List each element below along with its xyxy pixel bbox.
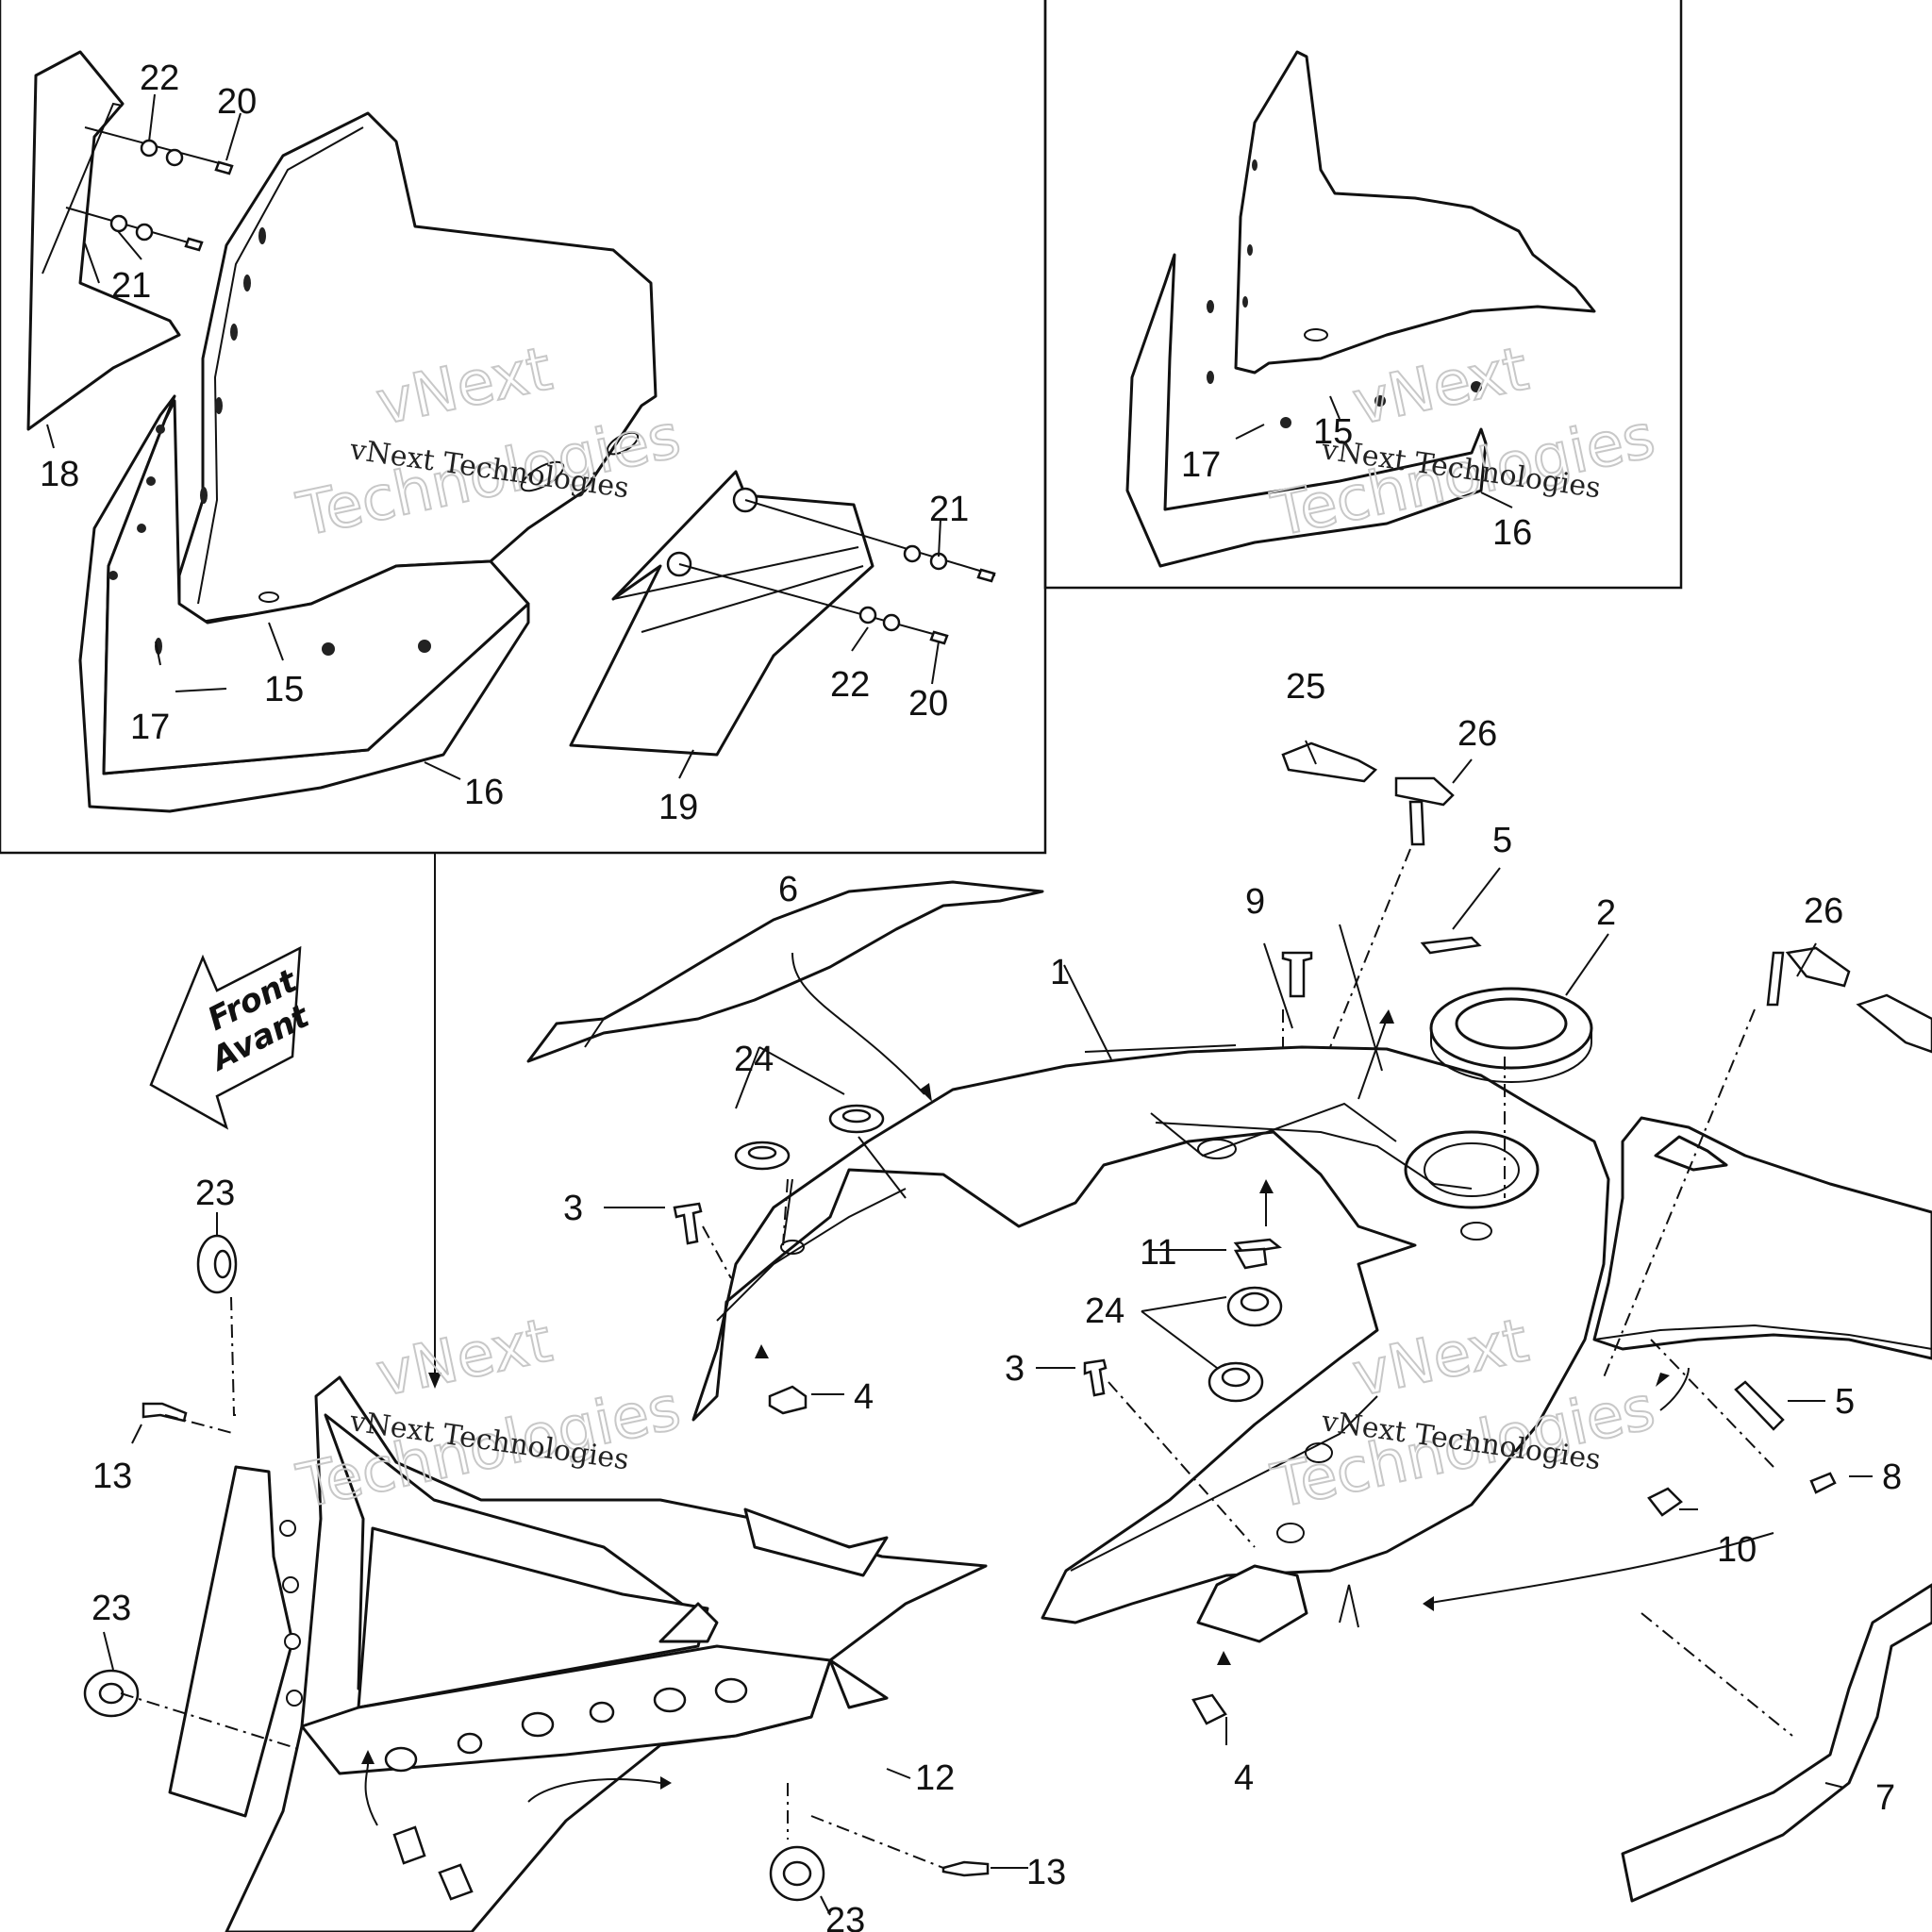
callout-17b: 17 (1181, 445, 1221, 485)
callout-11: 11 (1140, 1233, 1176, 1273)
inset-right-windshield-box (1043, 0, 1683, 590)
callout-21b: 21 (929, 490, 969, 529)
callout-13: 13 (92, 1457, 132, 1496)
callout-15: 15 (264, 670, 304, 709)
callout-9: 9 (1245, 882, 1265, 922)
part-16-lower-fairing-short (1125, 253, 1488, 568)
callout-23c: 23 (825, 1901, 865, 1932)
leader-lines (46, 93, 1873, 1916)
part-1-upper-body (691, 1045, 1610, 1643)
callout-22: 22 (140, 58, 179, 98)
svg-text:vNext: vNext (371, 1306, 558, 1410)
callout-18: 18 (40, 455, 79, 494)
hardware-main (83, 741, 1837, 1902)
watermark-bottom-left: vNext Technologies vNext Technologies (291, 1305, 688, 1523)
callout-24: 24 (734, 1040, 774, 1079)
part-16-lower-fairing (78, 394, 530, 813)
part-15-windshield-short (1234, 50, 1596, 375)
callout-16b: 16 (1492, 513, 1532, 553)
callout-23: 23 (195, 1174, 235, 1213)
part-15-windshield (177, 111, 658, 625)
callout-19: 19 (658, 788, 698, 827)
side-cowl-right (1592, 1116, 1932, 1360)
callout-16: 16 (464, 773, 504, 812)
callout-4: 4 (854, 1377, 874, 1417)
callout-21: 21 (111, 266, 151, 306)
inset-pointer-arrowhead (428, 1373, 441, 1389)
callout-3b: 3 (1005, 1349, 1024, 1389)
callout-3: 3 (563, 1189, 583, 1228)
callout-15b: 15 (1313, 412, 1353, 452)
callout-2: 2 (1596, 893, 1616, 933)
dashed-assembly-lines (120, 848, 1793, 1869)
callout-8: 8 (1882, 1457, 1902, 1497)
callout-13b: 13 (1026, 1853, 1066, 1892)
callout-20: 20 (217, 82, 257, 122)
svg-text:vNext: vNext (1347, 334, 1534, 439)
callout-22b: 22 (830, 665, 870, 705)
callout-26b: 26 (1804, 891, 1843, 931)
callout-12: 12 (915, 1758, 955, 1798)
callout-4b: 4 (1234, 1758, 1254, 1798)
callout-26: 26 (1457, 714, 1497, 754)
assembly-arrows (361, 952, 1774, 1826)
part-18-side-deflector (26, 50, 181, 431)
part-7-lower-trim (1621, 1583, 1932, 1903)
callout-25: 25 (1286, 667, 1325, 707)
callout-1: 1 (1050, 953, 1070, 992)
callout-5: 5 (1492, 821, 1512, 860)
callout-23b: 23 (92, 1589, 131, 1628)
callout-labels: 22 20 21 18 15 17 16 19 21 22 20 17 15 1… (40, 58, 1902, 1932)
callout-10: 10 (1717, 1530, 1757, 1570)
part-6-trim-strip (526, 880, 1044, 1063)
callout-6: 6 (778, 870, 798, 909)
part-26-clip-right (1785, 946, 1932, 1054)
callout-24b: 24 (1085, 1291, 1124, 1331)
part-12-front-nose (168, 1375, 988, 1932)
callout-17: 17 (130, 708, 170, 747)
callout-7: 7 (1875, 1778, 1895, 1818)
part-19-side-deflector (569, 470, 874, 757)
callout-5b: 5 (1835, 1382, 1855, 1422)
part-2-filler-ring (1429, 987, 1593, 1083)
hardware-left-inset (65, 126, 996, 645)
front-direction-arrow-icon: Front Avant (149, 945, 317, 1130)
callout-20b: 20 (908, 684, 948, 724)
